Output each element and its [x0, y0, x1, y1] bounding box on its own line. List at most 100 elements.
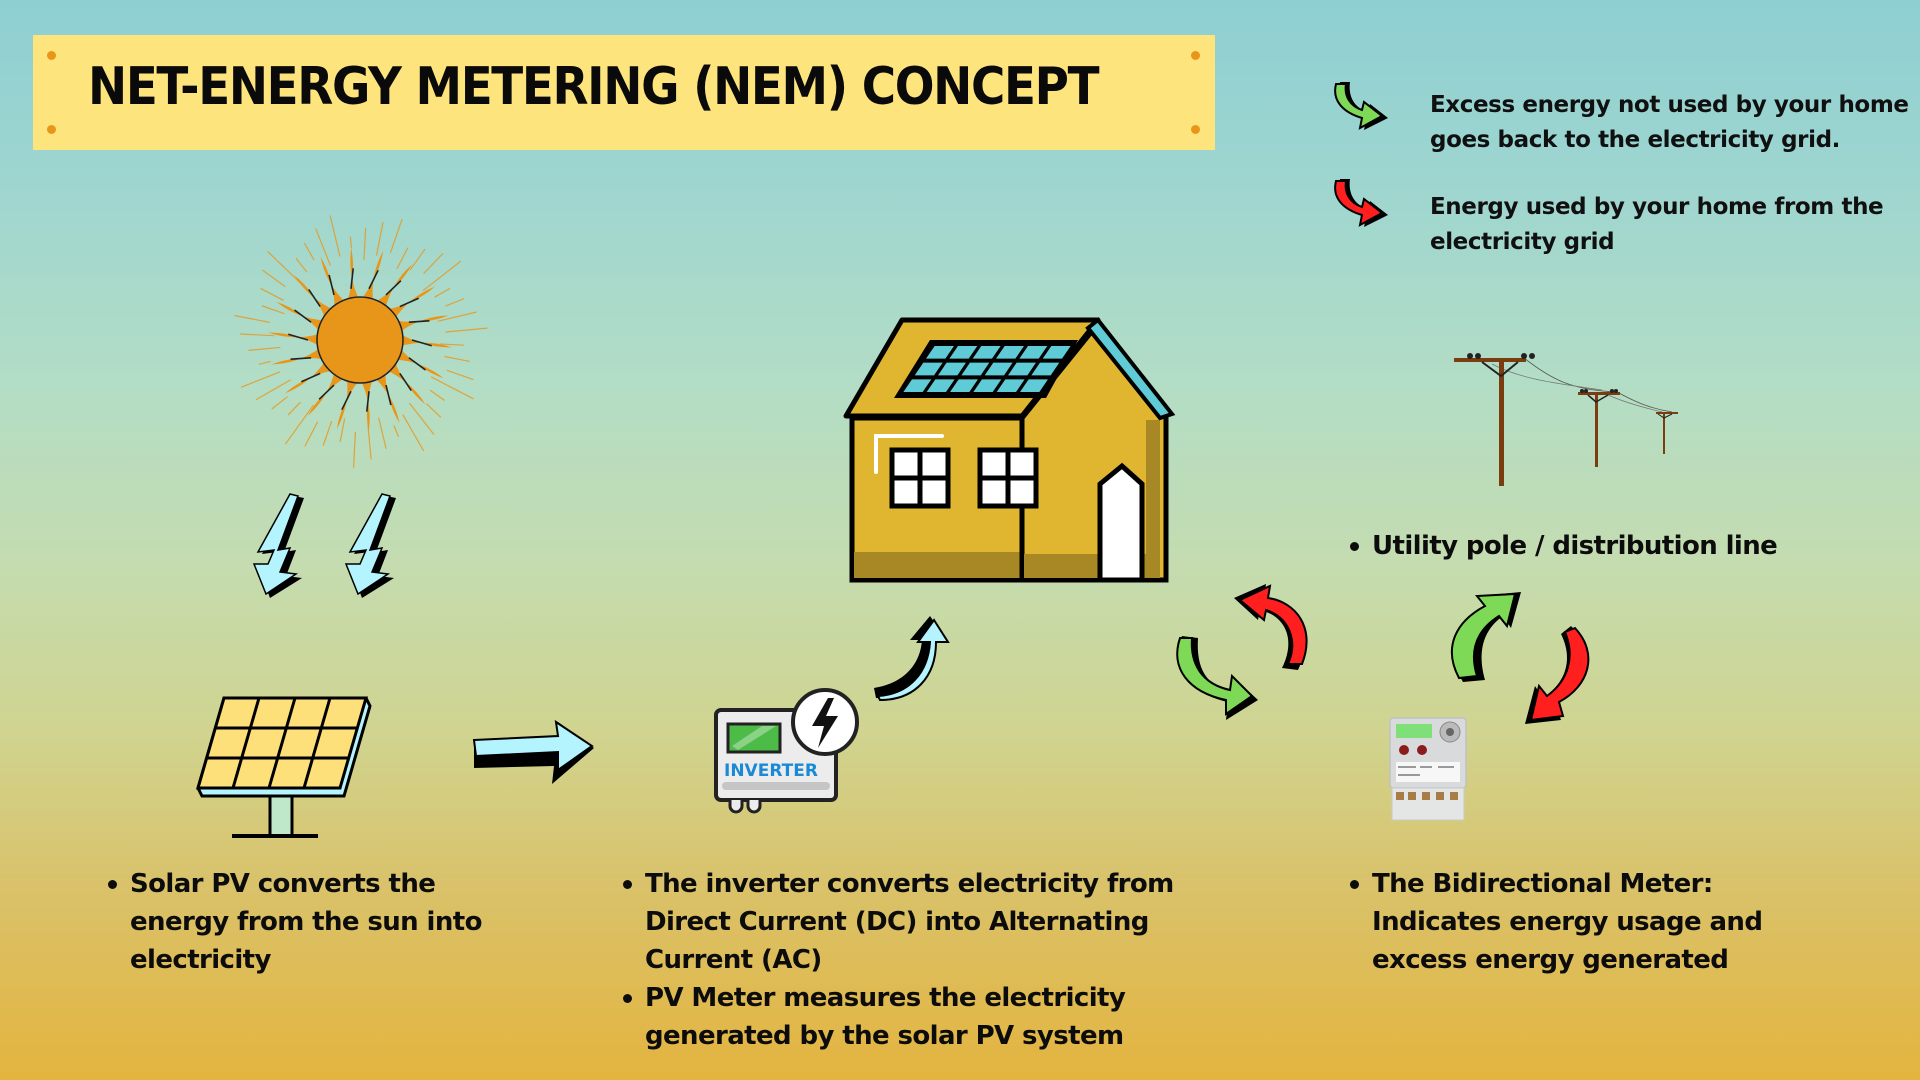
roof-solar-cell: [926, 379, 955, 392]
lightning-bolt-icon: [344, 493, 396, 598]
sun-faint-ray: [267, 251, 303, 286]
banner-pin-dot: [47, 51, 56, 60]
roof-solar-cell: [1008, 362, 1036, 376]
sun-flame-ray: [360, 250, 384, 303]
banner-pin-dot: [1191, 51, 1200, 60]
sun-flame-ray: [336, 377, 360, 430]
sun-faint-ray: [349, 236, 353, 249]
bullet-item: Solar PV converts the energy from the su…: [106, 865, 486, 979]
bullet-item: PV Meter measures the electricity genera…: [621, 979, 1261, 1055]
sun-faint-ray: [240, 333, 275, 337]
sun-ray-stroke: [318, 384, 335, 400]
sun-flame-ray: [374, 371, 400, 424]
banner-pin-dot: [47, 125, 56, 134]
utility-pole-icon: [1454, 353, 1678, 486]
sun-flame-ray: [399, 333, 452, 348]
sun-flame-ray: [268, 332, 321, 347]
sun-faint-ray: [287, 401, 301, 416]
sun-faint-ray: [426, 403, 442, 418]
utility-description: Utility pole / distribution line: [1348, 527, 1868, 565]
sun-faint-ray: [303, 242, 315, 261]
roof-solar-cell: [996, 346, 1024, 359]
sun-ray-stroke: [294, 309, 312, 323]
roof-solar-cell: [949, 346, 978, 359]
sun-faint-ray: [375, 222, 384, 256]
bullet-item: The inverter converts electricity from D…: [621, 865, 1261, 979]
roof-solar-cell: [973, 379, 1002, 392]
blue-curved-up-arrow-icon: [874, 616, 950, 702]
sun-faint-ray: [444, 355, 471, 363]
roof-solar-cell: [984, 362, 1013, 376]
sun-faint-ray: [363, 228, 367, 261]
bullet-item: The Bidirectional Meter: Indicates energ…: [1348, 865, 1768, 979]
sun-faint-ray: [408, 402, 435, 435]
roof-solar-cell: [1019, 346, 1048, 359]
green-curved-arrow-icon: [1176, 636, 1258, 720]
red-curved-arrow-icon: [1234, 584, 1308, 670]
sun-faint-ray: [322, 421, 333, 446]
bidirectional-meter-icon: [1389, 717, 1467, 821]
sun-faint-ray: [261, 305, 285, 315]
sun-flame-ray: [276, 301, 326, 333]
inverter-icon: INVERTER: [714, 688, 859, 814]
house-with-solar-roof-icon: [843, 317, 1176, 583]
roof-solar-cell: [903, 379, 932, 392]
sun-ray-stroke: [308, 289, 321, 308]
sun-ray-stroke: [408, 320, 430, 324]
red-curved-arrow-icon: [1334, 179, 1388, 227]
title-banner: NET-ENERGY METERING (NEM) CONCEPT: [33, 35, 1215, 150]
roof-solar-cell: [972, 346, 1001, 359]
sun-faint-ray: [248, 346, 281, 351]
sun-faint-ray: [434, 287, 451, 298]
sun-faint-ray: [430, 376, 474, 400]
lightning-bolt-icon: [252, 493, 304, 598]
sun-faint-ray: [445, 327, 488, 333]
sun-disc: [316, 296, 404, 384]
roof-solar-cell: [1031, 362, 1060, 376]
sun-faint-ray: [389, 218, 403, 254]
sun-ray-stroke: [290, 356, 312, 360]
sun-ray-stroke: [411, 339, 432, 347]
solar-panel-icon: [196, 696, 372, 838]
sun-faint-ray: [329, 215, 341, 257]
sun-faint-ray: [262, 269, 286, 287]
sun-ray-stroke: [288, 333, 309, 341]
sun-faint-ray: [295, 257, 308, 273]
roof-solar-cell: [961, 362, 990, 376]
roof-solar-cell: [938, 362, 966, 376]
inverter-label: INVERTER: [724, 761, 818, 781]
bullet-item: Utility pole / distribution line: [1348, 527, 1868, 565]
sun-icon: [234, 215, 488, 468]
sun-flame-ray: [374, 264, 413, 309]
sun-ray-stroke: [368, 269, 379, 290]
legend-text-excess: Excess energy not used by your home goes…: [1430, 92, 1909, 153]
sun-faint-ray: [339, 418, 346, 443]
sun-ray-stroke: [341, 390, 352, 411]
sun-faint-ray: [423, 252, 444, 274]
red-curved-arrow-icon: [1525, 626, 1590, 724]
sun-ray-stroke: [385, 280, 402, 296]
sun-flame-ray: [285, 360, 334, 394]
sun-faint-ray: [255, 379, 291, 401]
sun-faint-ray: [409, 248, 426, 271]
sun-faint-ray: [402, 414, 425, 452]
sun-faint-ray: [304, 421, 319, 447]
sun-faint-ray: [378, 417, 387, 450]
sun-ray-stroke: [350, 268, 354, 289]
banner-pin-dot: [1191, 125, 1200, 134]
roof-solar-cell: [1042, 346, 1071, 359]
sun-faint-ray: [396, 247, 409, 270]
roof-solar-cell: [996, 379, 1025, 392]
sun-ray-stroke: [366, 391, 370, 412]
sun-faint-ray: [437, 311, 477, 322]
sun-faint-ray: [271, 396, 288, 410]
sun-faint-ray: [240, 371, 281, 388]
blue-right-arrow-icon: [472, 719, 594, 784]
sun-ray-stroke: [385, 384, 392, 406]
sun-flame-ray: [394, 347, 444, 379]
sun-faint-ray: [439, 343, 464, 346]
sun-ray-stroke: [399, 372, 412, 391]
sun-flame-ray: [320, 256, 346, 309]
sun-faint-ray: [445, 298, 465, 307]
sun-faint-ray: [393, 425, 399, 437]
